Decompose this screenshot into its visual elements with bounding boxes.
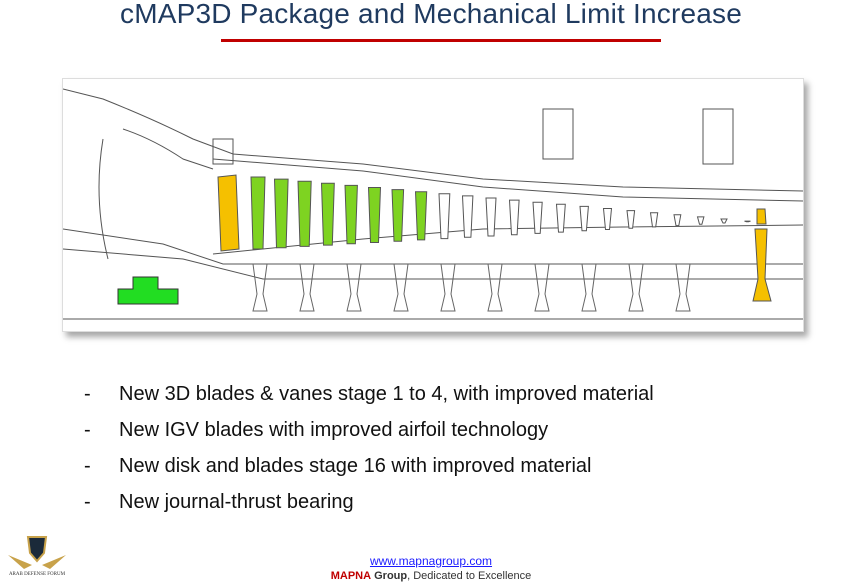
new-blade-row — [414, 191, 428, 241]
blade-row — [438, 193, 451, 240]
new-blade-row — [344, 184, 358, 245]
rotor-disk — [393, 263, 409, 312]
bullet-text: New journal-thrust bearing — [119, 490, 354, 513]
bullet-text: New IGV blades with improved airfoil tec… — [119, 418, 549, 441]
new-blade-row — [273, 178, 289, 249]
bullet-list: - New 3D blades & vanes stage 1 to 4, wit… — [84, 376, 654, 520]
blade-row — [602, 208, 613, 230]
blade-row — [579, 205, 589, 232]
blade-row — [696, 216, 705, 225]
rotor-disk — [440, 263, 456, 312]
rotor-disk — [628, 263, 644, 312]
brand-group: Group — [374, 570, 408, 582]
footer-tagline: MAPNA Group, Dedicated to Excellence — [0, 570, 862, 582]
blade-row — [626, 210, 636, 229]
slide-title: cMAP3D Package and Mechanical Limit Incr… — [120, 0, 742, 29]
blade-row — [649, 212, 659, 228]
blade-row — [508, 199, 520, 236]
blade-row — [461, 195, 474, 238]
blade-row — [485, 197, 497, 237]
svg-text:ARAB DEFENSE FORUM: ARAB DEFENSE FORUM — [9, 572, 66, 577]
bullet-marker: - — [84, 418, 91, 441]
website-link[interactable]: www.mapnagroup.com — [369, 554, 493, 568]
rotor-disk — [581, 263, 597, 312]
compressor-cross-section-diagram — [62, 78, 804, 332]
bullet-text: New 3D blades & vanes stage 1 to 4, with… — [119, 382, 654, 405]
brand-name: MAPNA — [330, 570, 372, 582]
rotor-disk — [675, 263, 691, 312]
igv-blade-highlight — [217, 174, 240, 252]
stage16-blade-highlight — [756, 208, 767, 225]
new-blade-row — [367, 187, 382, 243]
bullet-marker: - — [84, 382, 91, 405]
rotor-disk — [534, 263, 550, 312]
bullet-marker: - — [84, 490, 91, 513]
blade-row — [532, 201, 543, 234]
tagline-text: , Dedicated to Excellence — [407, 570, 532, 582]
bullet-item: - New IGV blades with improved airfoil te… — [84, 412, 654, 448]
title-underline — [221, 39, 661, 42]
bearing-highlight — [117, 276, 179, 305]
blade-row — [720, 218, 728, 224]
rotor-disk — [252, 263, 268, 312]
bullet-marker: - — [84, 454, 91, 477]
blade-row — [555, 203, 566, 233]
bullet-item: - New journal-thrust bearing — [84, 484, 654, 520]
stage16-disk-highlight — [752, 228, 772, 302]
rotor-disk — [299, 263, 315, 312]
new-blade-row — [250, 176, 266, 250]
blade-row — [744, 220, 751, 223]
bullet-text: New disk and blades stage 16 with improv… — [119, 454, 592, 477]
new-blade-row — [391, 189, 405, 242]
rotor-disk — [487, 263, 503, 312]
bullet-item: - New disk and blades stage 16 with impro… — [84, 448, 654, 484]
rotor-disk — [346, 263, 362, 312]
new-blade-row — [320, 182, 335, 246]
arab-defense-forum-logo: ARAB DEFENSE FORUM — [8, 536, 66, 577]
bullet-item: - New 3D blades & vanes stage 1 to 4, wit… — [84, 376, 654, 412]
blade-row — [673, 214, 682, 227]
new-blade-row — [297, 180, 312, 247]
